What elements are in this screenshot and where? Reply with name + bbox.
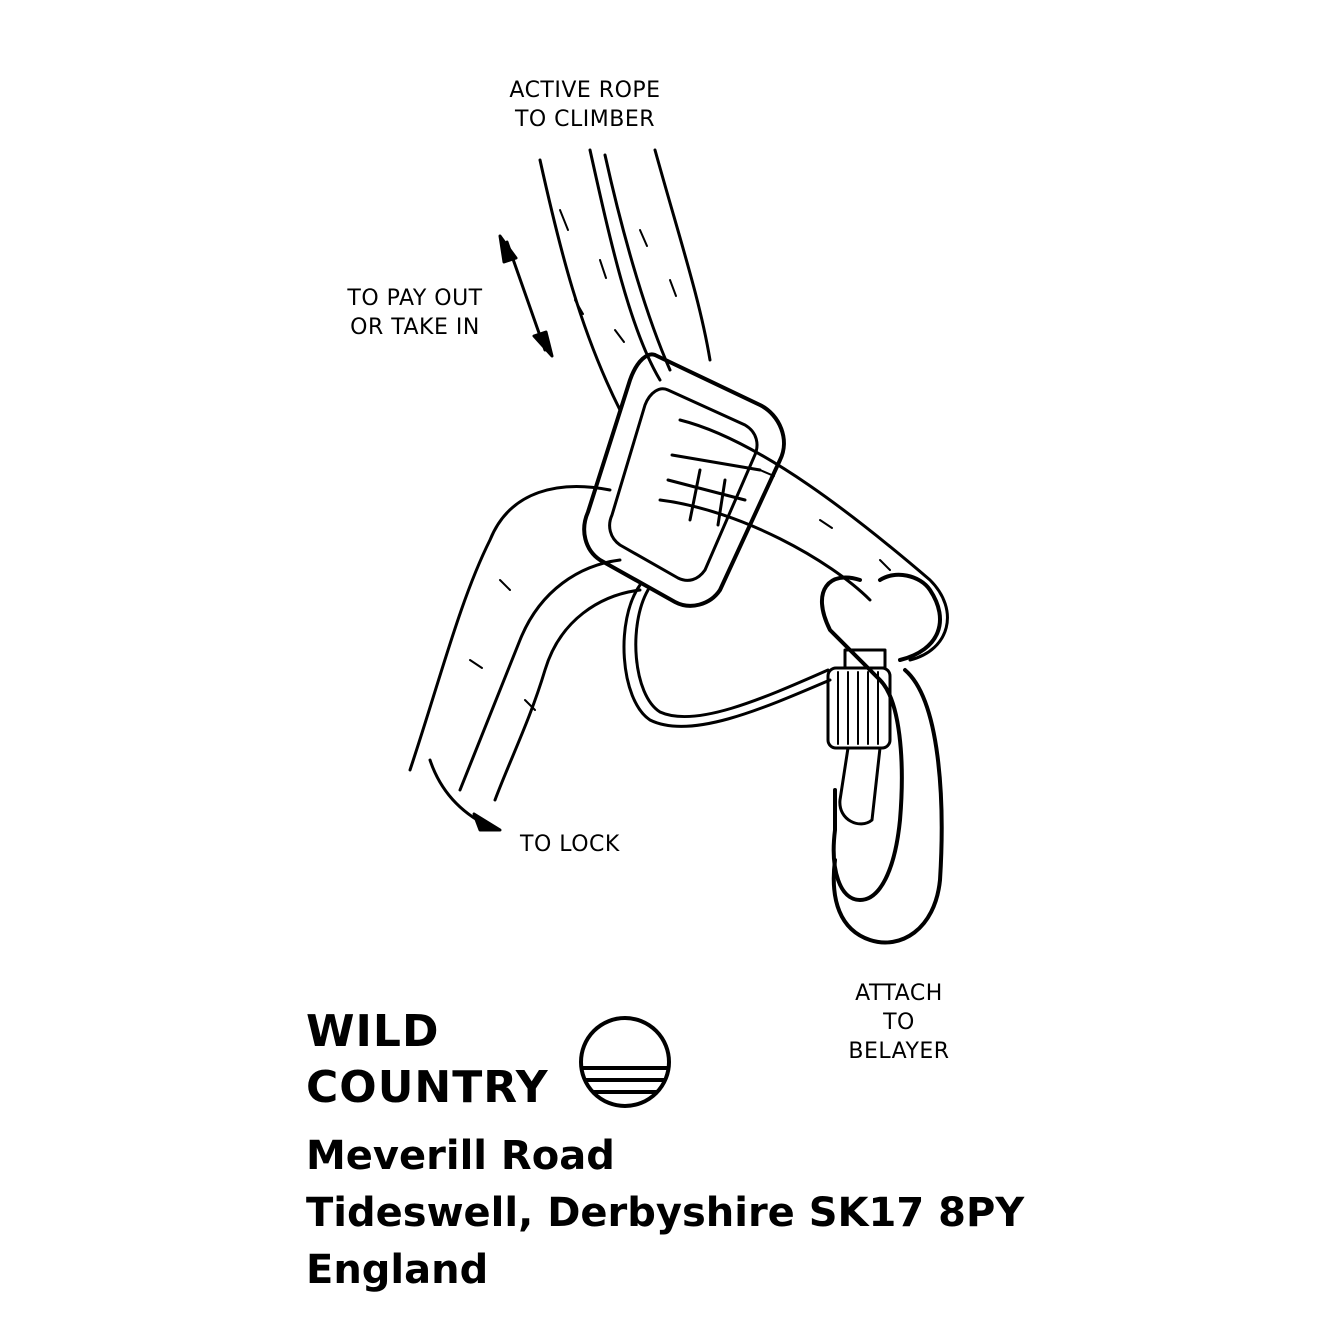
carabiner [819,572,944,945]
attach-label: ATTACH TO BELAYER [820,979,978,1066]
circle-horizon-logo-icon [579,1016,671,1108]
active-rope-label: ACTIVE ROPE TO CLIMBER [480,76,690,134]
lock-arrow-icon [428,758,502,832]
active-rope-label-line-2: TO CLIMBER [514,107,656,132]
brand-wordmark: WILD COUNTRY [306,1004,549,1116]
active-rope [538,148,712,412]
address-block: Meverill Road Tideswell, Derbyshire SK17… [306,1128,1024,1299]
keeper-wire [622,583,832,728]
belay-plate [582,352,786,608]
address-line-1: Meverill Road [306,1133,615,1179]
address-line-3: England [306,1247,489,1293]
rope-loop [408,418,949,802]
attach-label-line-1: ATTACH [855,981,943,1006]
active-rope-label-line-1: ACTIVE ROPE [509,78,661,103]
pay-out-arrow-icon [498,234,554,358]
pay-out-label-line-2: OR TAKE IN [350,315,480,340]
attach-label-line-2: TO [883,1010,915,1035]
pay-out-label: TO PAY OUT OR TAKE IN [320,284,510,342]
attach-label-line-3: BELAYER [848,1039,950,1064]
brand-line-1: WILD [306,1006,440,1057]
address-line-2: Tideswell, Derbyshire SK17 8PY [306,1190,1025,1236]
pay-out-label-line-1: TO PAY OUT [347,286,483,311]
to-lock-label: TO LOCK [520,832,620,857]
brand-line-2: COUNTRY [306,1062,549,1113]
